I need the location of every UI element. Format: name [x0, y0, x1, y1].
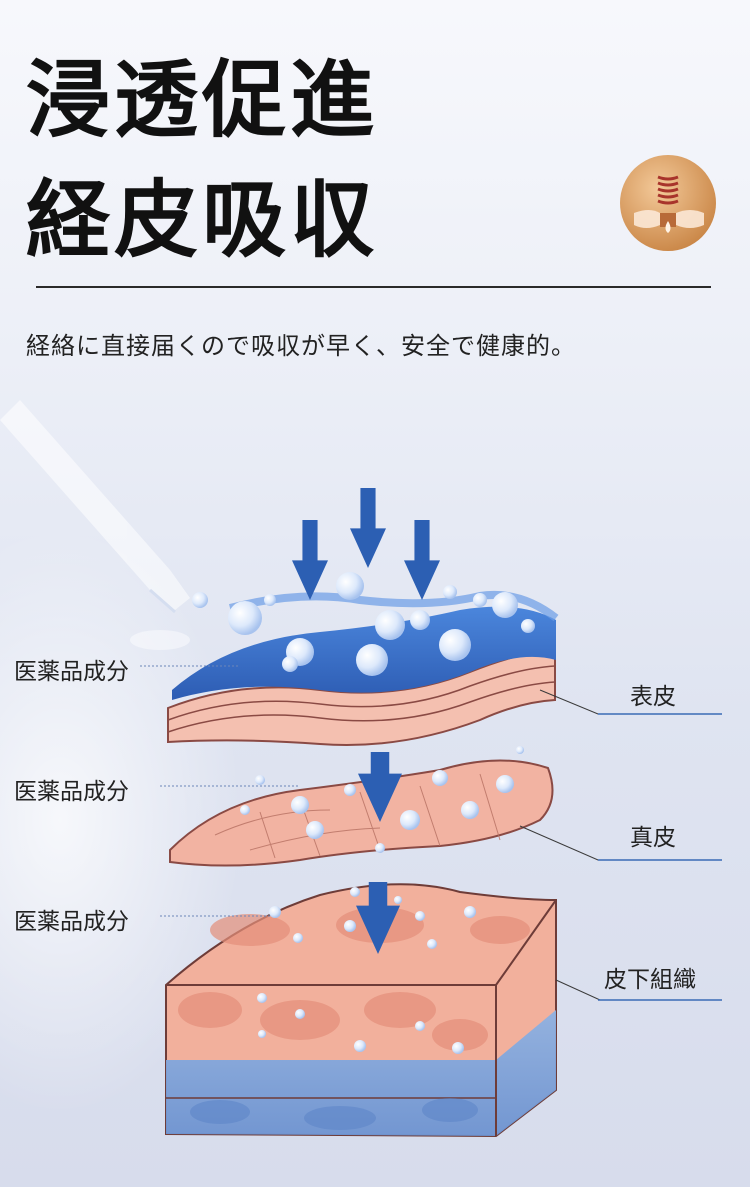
label-subcutaneous: 皮下組織	[604, 967, 696, 993]
down-arrow-icon	[358, 752, 402, 822]
bubble	[282, 656, 298, 672]
bubble	[400, 810, 420, 830]
bubble	[264, 594, 276, 606]
bubble	[240, 805, 250, 815]
label-epidermis: 表皮	[630, 684, 676, 710]
bubble	[461, 801, 479, 819]
label-dermis: 真皮	[630, 825, 676, 851]
bubble	[344, 920, 356, 932]
bubble	[306, 821, 324, 839]
bubble	[350, 887, 360, 897]
bubble	[293, 933, 303, 943]
bubble	[496, 775, 514, 793]
bubble	[473, 593, 487, 607]
bubble	[432, 770, 448, 786]
label-ingredient-2: 医薬品成分	[14, 779, 129, 805]
title-line-2: 経皮吸収	[26, 171, 379, 269]
bubble	[516, 746, 524, 754]
bubble	[415, 1021, 425, 1031]
bubble	[257, 993, 267, 1003]
bubble	[375, 843, 385, 853]
title-line-1: 浸透促進	[26, 51, 379, 149]
bubble	[464, 906, 476, 918]
subtitle-text: 経絡に直接届くので吸収が早く、安全で健康的。	[26, 332, 576, 360]
leader-lines	[140, 665, 722, 1001]
bubble	[452, 1042, 464, 1054]
down-arrow-icon	[404, 520, 440, 600]
down-arrow-icon	[356, 882, 400, 954]
dermis-layer	[169, 759, 554, 867]
bubble	[336, 572, 364, 600]
bubble	[443, 585, 457, 599]
down-arrow-icon	[292, 520, 328, 600]
bubble	[356, 644, 388, 676]
bubble-group	[192, 572, 535, 1054]
dropper-decoration	[0, 400, 190, 650]
bubble	[427, 939, 437, 949]
bubble	[269, 906, 281, 918]
label-ingredient-3: 医薬品成分	[14, 909, 129, 935]
bubble	[375, 610, 405, 640]
bubble	[291, 796, 309, 814]
bubble	[410, 610, 430, 630]
leader-line	[519, 825, 722, 861]
down-arrow-icon	[350, 488, 386, 568]
subcutaneous-layer	[165, 883, 557, 1138]
label-ingredient-1: 医薬品成分	[14, 659, 129, 685]
bubble	[492, 592, 518, 618]
bubble	[415, 911, 425, 921]
bubble	[354, 1040, 366, 1052]
bubble	[258, 1030, 266, 1038]
bubble	[255, 775, 265, 785]
bubble	[295, 1009, 305, 1019]
bubble	[344, 784, 356, 796]
bubble	[521, 619, 535, 633]
bubble	[439, 629, 471, 661]
title-divider	[36, 286, 711, 288]
arrow-group	[292, 488, 440, 954]
bubble	[228, 601, 262, 635]
bubble	[394, 896, 402, 904]
skin-absorption-icon	[620, 155, 716, 251]
bubble	[192, 592, 208, 608]
